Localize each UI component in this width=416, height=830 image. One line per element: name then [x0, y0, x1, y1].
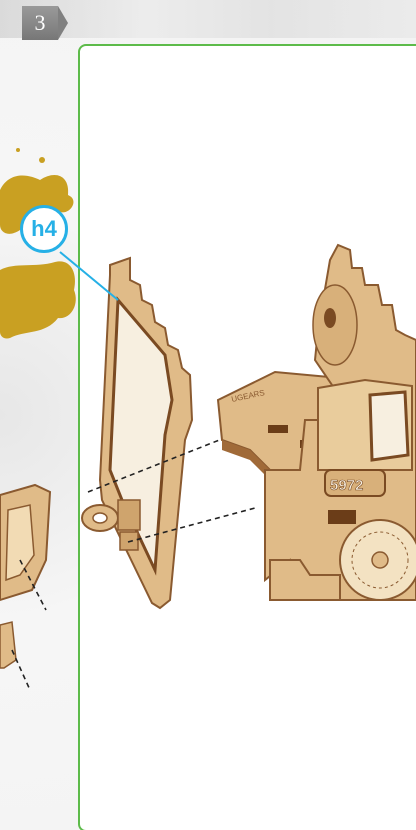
callout-label: h4 [31, 216, 57, 242]
part-callout-h4: h4 [20, 205, 68, 253]
part-h4 [82, 258, 192, 608]
engraving-number: 5972 [330, 477, 363, 494]
